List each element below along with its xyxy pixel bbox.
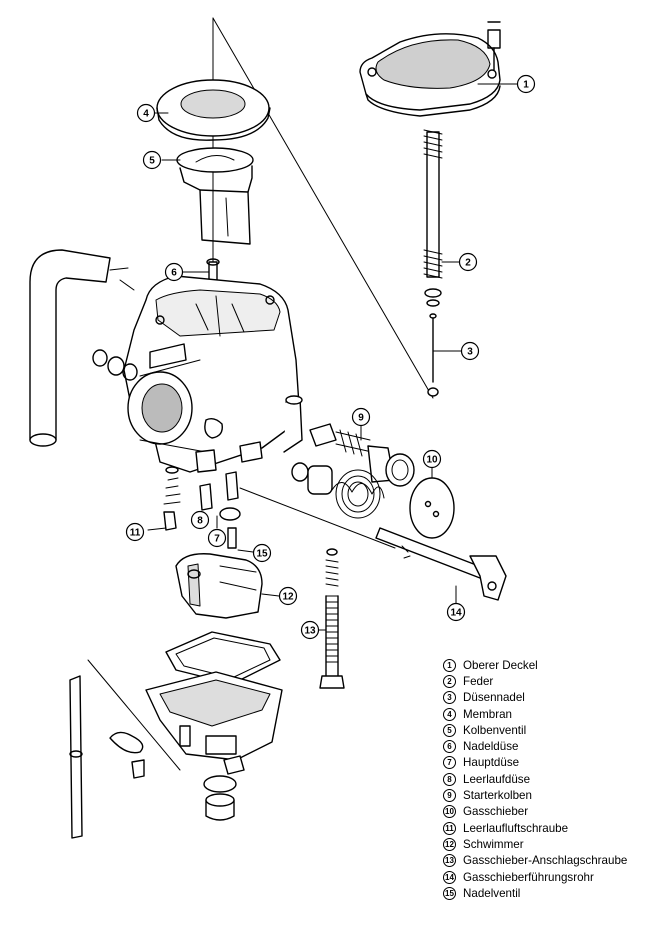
vent-hose-part bbox=[29, 249, 135, 447]
callout-4: 4 bbox=[136, 103, 156, 123]
piston-valve-part bbox=[176, 147, 254, 245]
callout-leaders bbox=[147, 83, 518, 631]
legend-item-number: 13 bbox=[443, 854, 456, 868]
legend-item: 6 Nadeldüse bbox=[443, 738, 648, 754]
legend-item: 13 Gasschieber-Anschlagschraube bbox=[443, 853, 648, 869]
legend-item: 4 Membran bbox=[443, 706, 648, 722]
legend-item-number: 8 bbox=[443, 772, 456, 786]
callout-10: 10 bbox=[422, 449, 442, 469]
throttle-spring bbox=[291, 462, 385, 519]
callout-3: 3 bbox=[460, 341, 480, 361]
callout-9-number: 9 bbox=[358, 413, 364, 424]
callout-2: 2 bbox=[458, 252, 478, 272]
callout-9: 9 bbox=[351, 407, 371, 427]
callout-6: 6 bbox=[164, 262, 184, 282]
legend-item-number: 9 bbox=[443, 789, 456, 803]
legend-item-name: Gasschieberführungsrohr bbox=[463, 870, 594, 884]
legend-item: 14 Gasschieberführungsrohr bbox=[443, 869, 648, 885]
jets-small-parts bbox=[163, 466, 241, 549]
legend-item: 2 Feder bbox=[443, 673, 648, 689]
legend-item-name: Kolbenventil bbox=[463, 723, 527, 737]
legend-item: 9 Starterkolben bbox=[443, 787, 648, 803]
legend-item-number: 15 bbox=[443, 886, 456, 900]
legend-item-number: 3 bbox=[443, 691, 456, 705]
callout-3-number: 3 bbox=[467, 347, 473, 358]
jet-needle-part bbox=[427, 313, 439, 397]
legend-item: 12 Schwimmer bbox=[443, 836, 648, 852]
spring-part bbox=[423, 129, 443, 307]
legend-item: 15 Nadelventil bbox=[443, 885, 648, 901]
throttle-valve-part bbox=[409, 477, 455, 539]
legend-item-number: 11 bbox=[443, 821, 456, 835]
legend-item-number: 10 bbox=[443, 805, 456, 819]
callout-12-number: 12 bbox=[282, 592, 294, 603]
legend-item-name: Gasschieber-Anschlagschraube bbox=[463, 854, 628, 868]
legend-item: 3 Düsennadel bbox=[443, 690, 648, 706]
callout-15-number: 15 bbox=[256, 549, 268, 560]
callout-4-number: 4 bbox=[143, 109, 149, 120]
legend-item-number: 5 bbox=[443, 723, 456, 737]
callout-14: 14 bbox=[446, 602, 466, 622]
callout-12: 12 bbox=[278, 586, 298, 606]
callout-10-number: 10 bbox=[426, 455, 438, 466]
legend-item-number: 1 bbox=[443, 658, 456, 672]
drain-hose bbox=[69, 675, 145, 839]
callout-13-number: 13 bbox=[304, 626, 316, 637]
legend-item: 1 Oberer Deckel bbox=[443, 657, 648, 673]
callout-7: 7 bbox=[207, 528, 227, 548]
legend-item: 8 Leerlaufdüse bbox=[443, 771, 648, 787]
legend-item-number: 6 bbox=[443, 740, 456, 754]
callout-5: 5 bbox=[142, 150, 162, 170]
legend-item-number: 2 bbox=[443, 674, 456, 688]
carburetor-body bbox=[123, 275, 303, 473]
stop-screw-part bbox=[319, 548, 345, 689]
callout-5-number: 5 bbox=[149, 156, 155, 167]
legend-item-name: Oberer Deckel bbox=[463, 658, 538, 672]
callout-13: 13 bbox=[300, 620, 320, 640]
top-cover-part bbox=[359, 21, 501, 117]
callouts: 1 2 3 4 5 6 7 8 9 10 11 12 13 14 15 bbox=[125, 74, 536, 640]
float-bowl bbox=[145, 671, 283, 821]
callout-15: 15 bbox=[252, 543, 272, 563]
callout-11-number: 11 bbox=[130, 528, 141, 539]
legend-item-name: Leerlaufluftschraube bbox=[463, 821, 569, 835]
legend-item-name: Düsennadel bbox=[463, 691, 525, 705]
callout-2-number: 2 bbox=[465, 258, 471, 269]
legend-item-name: Feder bbox=[463, 674, 494, 688]
legend-item-name: Hauptdüse bbox=[463, 756, 520, 770]
legend-item-name: Schwimmer bbox=[463, 837, 524, 851]
legend-item-name: Starterkolben bbox=[463, 789, 532, 803]
legend-item-name: Leerlaufdüse bbox=[463, 772, 531, 786]
throttle-shaft-part bbox=[375, 527, 507, 601]
legend-item: 10 Gasschieber bbox=[443, 804, 648, 820]
legend-item-number: 7 bbox=[443, 756, 456, 770]
legend-item-number: 12 bbox=[443, 837, 456, 851]
callout-14-number: 14 bbox=[450, 608, 462, 619]
callout-8-number: 8 bbox=[197, 516, 203, 527]
diaphragm-part bbox=[156, 79, 271, 141]
callout-11: 11 bbox=[125, 522, 145, 542]
starter-plunger-part bbox=[309, 423, 415, 487]
legend-item: 11 Leerlaufluftschraube bbox=[443, 820, 648, 836]
float-part bbox=[175, 553, 263, 619]
legend-item-name: Membran bbox=[463, 707, 512, 721]
legend-item: 7 Hauptdüse bbox=[443, 755, 648, 771]
o-rings bbox=[92, 349, 138, 381]
bowl-gasket bbox=[165, 631, 281, 685]
legend-item-number: 4 bbox=[443, 707, 456, 721]
legend-item: 5 Kolbenventil bbox=[443, 722, 648, 738]
legend-item-number: 14 bbox=[443, 870, 456, 884]
callout-1-number: 1 bbox=[523, 80, 529, 91]
callout-6-number: 6 bbox=[171, 268, 177, 279]
callout-8: 8 bbox=[190, 510, 210, 530]
callout-1: 1 bbox=[516, 74, 536, 94]
legend-item-name: Nadeldüse bbox=[463, 740, 519, 754]
legend-item-name: Nadelventil bbox=[463, 886, 521, 900]
legend-item-name: Gasschieber bbox=[463, 805, 529, 819]
callout-7-number: 7 bbox=[214, 534, 220, 545]
